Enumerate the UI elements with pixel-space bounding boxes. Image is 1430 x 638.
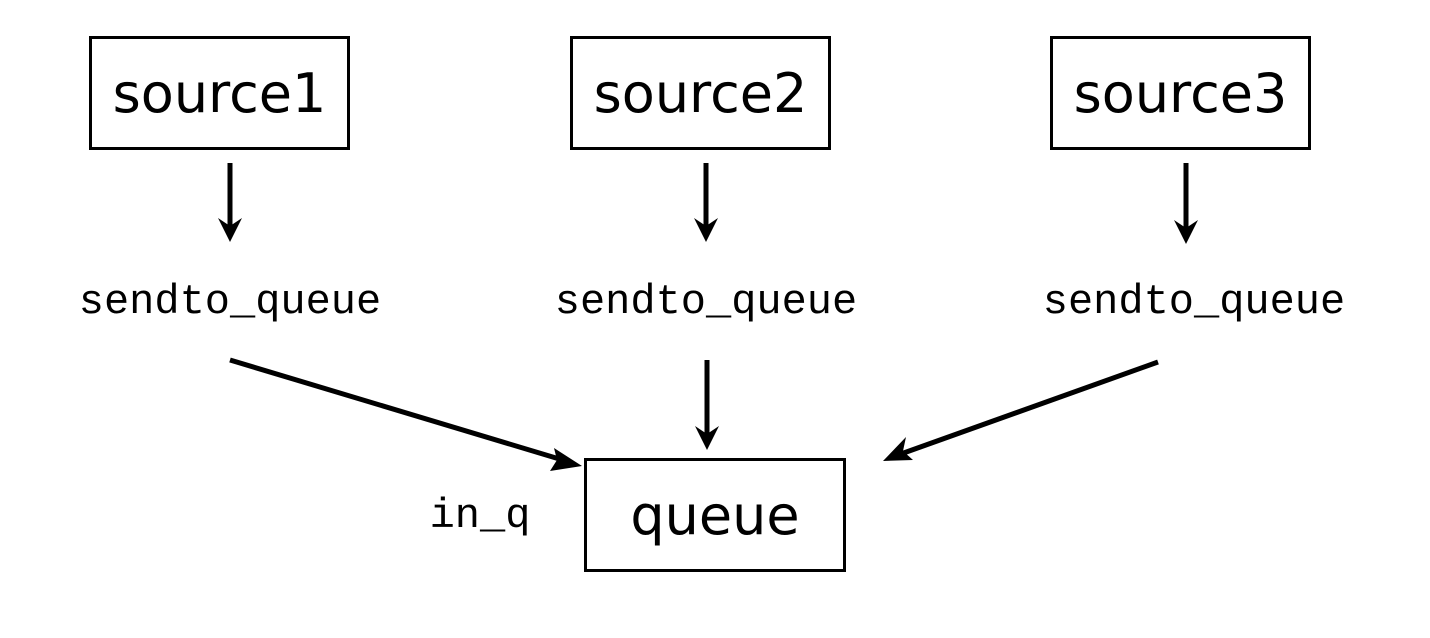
sendto-queue-label-2: sendto_queue: [554, 278, 858, 326]
queue-variable-label: in_q: [429, 492, 531, 540]
arrowhead-call2: [695, 426, 719, 450]
queue-box: queue: [584, 458, 846, 572]
arrowhead-call1: [550, 448, 582, 471]
source1-label: source1: [112, 61, 327, 125]
source2-label: source2: [593, 61, 808, 125]
arrowhead-call3: [883, 437, 913, 461]
source1-box: source1: [89, 36, 350, 150]
arrowhead-source3: [1174, 220, 1198, 244]
arrowhead-source1: [218, 218, 242, 242]
arrow-call3-to-queue: [897, 359, 1159, 458]
source2-box: source2: [570, 36, 831, 150]
sendto-queue-label-1: sendto_queue: [78, 278, 382, 326]
queue-label: queue: [630, 483, 800, 547]
arrow-call1-to-queue: [229, 357, 567, 464]
source3-box: source3: [1050, 36, 1311, 150]
source3-label: source3: [1073, 61, 1288, 125]
sendto-queue-label-3: sendto_queue: [1042, 278, 1346, 326]
arrowhead-source2: [694, 218, 718, 242]
